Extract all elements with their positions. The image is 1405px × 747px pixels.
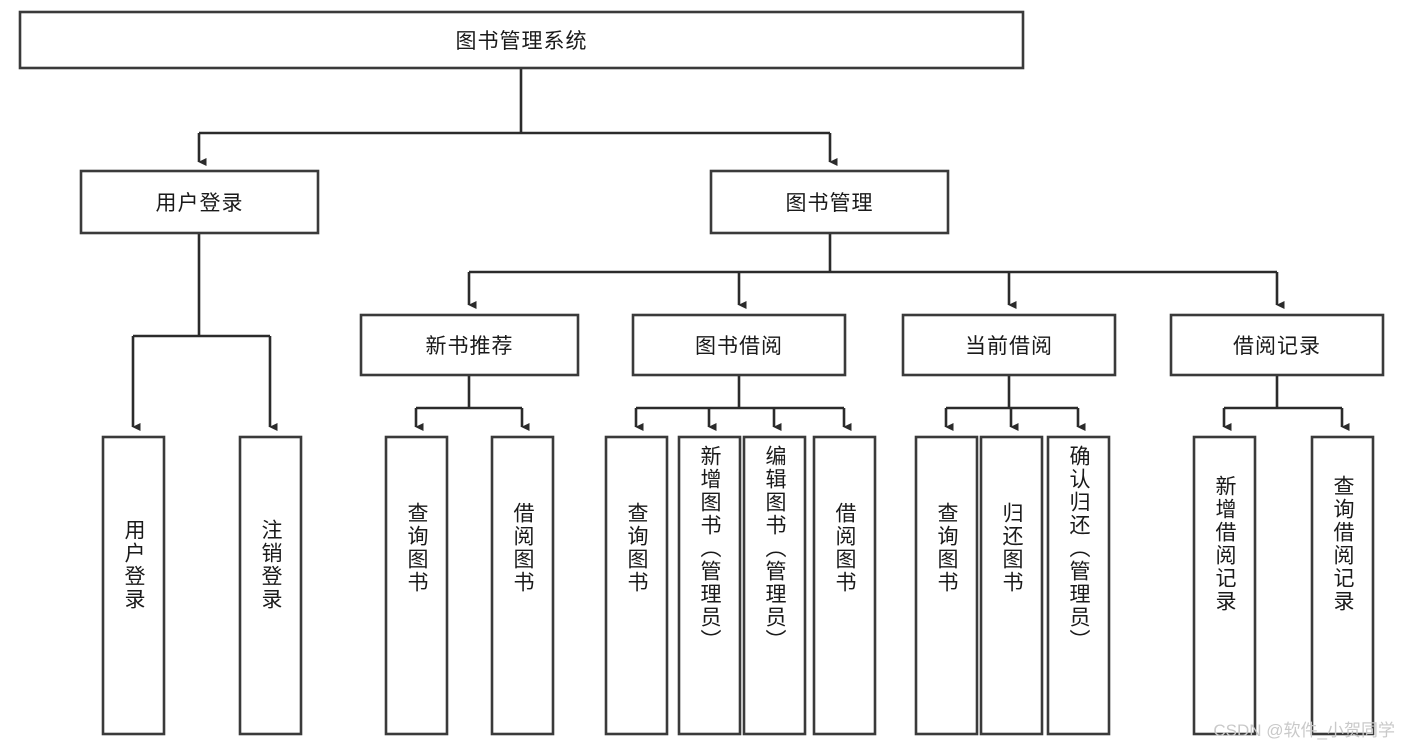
node-box-borrow-record[interactable] <box>1169 313 1385 377</box>
node-box-leaf-logout-login[interactable] <box>238 435 303 736</box>
node-boxes <box>18 10 1385 736</box>
node-box-leaf-query-book-3[interactable] <box>914 435 979 736</box>
node-box-leaf-confirm-return[interactable] <box>1046 435 1111 736</box>
node-box-book-borrow[interactable] <box>631 313 847 377</box>
node-box-leaf-query-book-1[interactable] <box>384 435 449 736</box>
node-box-current-borrow[interactable] <box>901 313 1117 377</box>
node-box-leaf-add-record[interactable] <box>1192 435 1257 736</box>
node-box-leaf-query-record[interactable] <box>1310 435 1375 736</box>
node-box-leaf-borrow-book-2[interactable] <box>812 435 877 736</box>
node-box-leaf-query-book-2[interactable] <box>604 435 669 736</box>
node-box-leaf-edit-book[interactable] <box>742 435 807 736</box>
node-box-book-manage[interactable] <box>709 169 950 235</box>
node-box-title[interactable] <box>18 10 1025 70</box>
connector-group <box>131 68 1350 431</box>
node-box-user-login[interactable] <box>79 169 320 235</box>
node-box-leaf-borrow-book-1[interactable] <box>490 435 555 736</box>
node-box-new-book-rec[interactable] <box>359 313 580 377</box>
node-box-leaf-add-book[interactable] <box>677 435 742 736</box>
node-box-leaf-return-book[interactable] <box>979 435 1044 736</box>
node-box-leaf-user-login[interactable] <box>101 435 166 736</box>
